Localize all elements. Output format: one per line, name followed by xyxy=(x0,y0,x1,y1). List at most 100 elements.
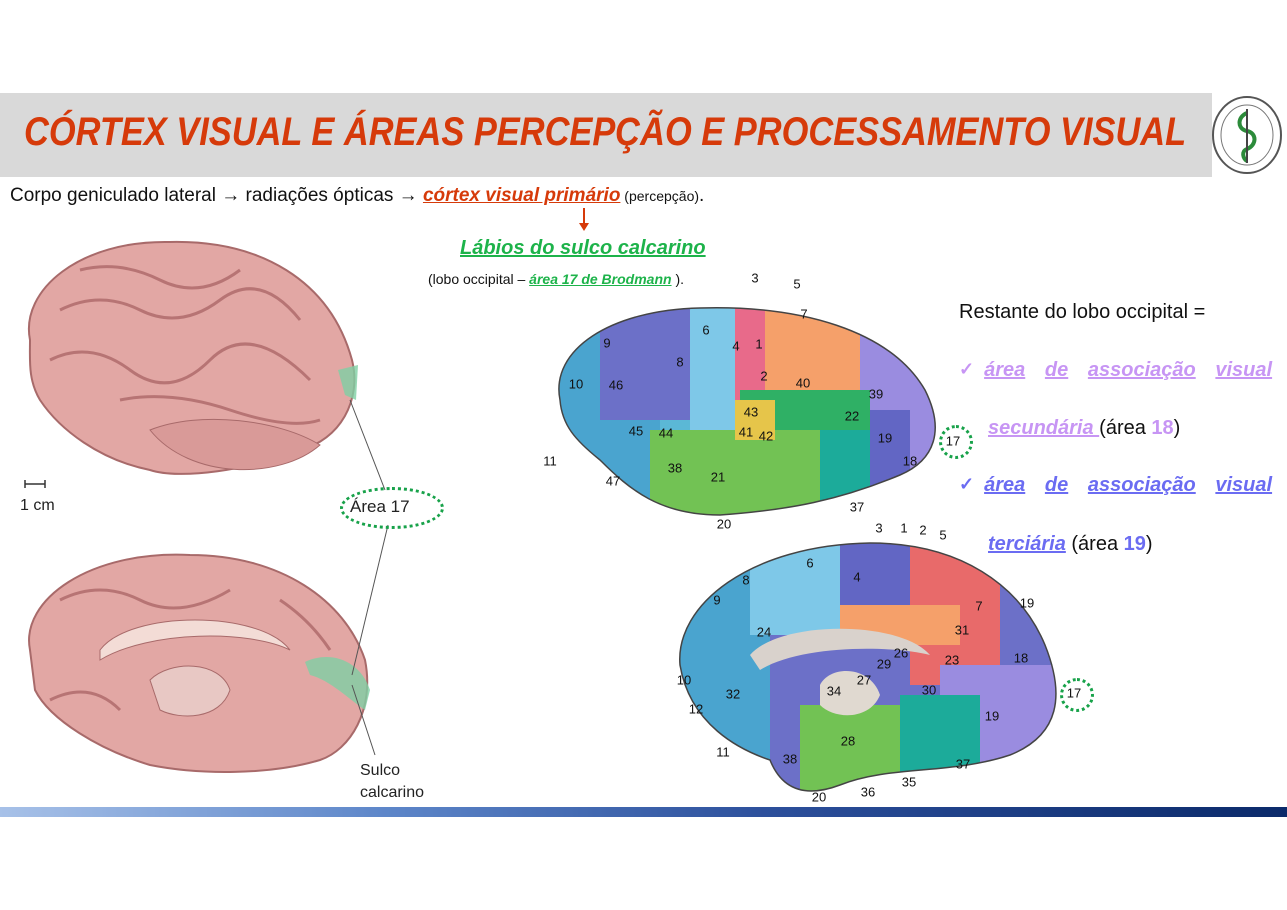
brodmann-area-label: 20 xyxy=(811,789,827,805)
brodmann-area-label: 1 xyxy=(755,336,763,352)
brodmann-area-label: 37 xyxy=(955,756,971,772)
area-19-number: 19 xyxy=(1123,533,1146,555)
brodmann-area-label: 11 xyxy=(543,453,557,469)
brodmann-area-label: 39 xyxy=(868,386,884,402)
slide-title: CÓRTEX VISUAL E ÁREAS PERCEPÇÃO E PROCES… xyxy=(24,110,1187,154)
occipital-lobe-note: (lobo occipital – área 17 de Brodmann ). xyxy=(428,271,684,287)
lobo-prefix: (lobo occipital – xyxy=(428,271,530,287)
close-paren: ) xyxy=(1145,533,1153,555)
brodmann-area-label: 5 xyxy=(793,276,801,292)
list-item-secondary-cont: secundária (área 18) xyxy=(988,417,1180,440)
area-18-number: 18 xyxy=(1151,417,1174,439)
brodmann-area-label: 23 xyxy=(944,652,960,668)
brodmann-area-label: 32 xyxy=(725,686,741,702)
brodmann-area-label: 38 xyxy=(667,460,683,476)
brodmann-area-label: 9 xyxy=(603,335,611,351)
brodmann-area-label: 37 xyxy=(849,499,865,515)
area17-link[interactable]: área 17 de Brodmann xyxy=(529,271,672,287)
brodmann-area-label: 2 xyxy=(760,368,768,384)
brodmann-area-label: 6 xyxy=(806,555,814,571)
brodmann-area-label: 28 xyxy=(840,733,856,749)
area17-highlight-ring-lateral xyxy=(939,425,973,459)
brodmann-area-label: 31 xyxy=(954,622,970,638)
brodmann-area-label: 26 xyxy=(893,645,909,661)
brodmann-area-label: 47 xyxy=(605,473,621,489)
medial-brodmann-map xyxy=(679,542,1057,792)
area17-highlight-ring xyxy=(340,487,444,529)
lobo-suffix: ). xyxy=(671,271,685,287)
pointer-line xyxy=(351,524,389,676)
brodmann-area-label: 46 xyxy=(608,377,624,393)
word: de xyxy=(1044,359,1069,381)
brodmann-area-label: 5 xyxy=(939,527,947,543)
brodmann-area-label: 43 xyxy=(743,404,759,420)
check-icon: ✓ xyxy=(959,474,975,494)
brodmann-area-label: 22 xyxy=(844,408,860,424)
word: visual xyxy=(1215,474,1273,496)
brodmann-area-label: 35 xyxy=(901,774,917,790)
brodmann-area-label: 4 xyxy=(853,569,861,585)
brodmann-area-label: 7 xyxy=(975,598,983,614)
scale-bar xyxy=(24,480,46,488)
lateral-brodmann-map xyxy=(558,307,936,516)
brodmann-area-label: 3 xyxy=(751,270,759,286)
sulcus-label-2: calcarino xyxy=(360,784,425,801)
primary-visual-cortex-link[interactable]: córtex visual primário xyxy=(422,185,621,206)
brodmann-area-label: 10 xyxy=(676,672,692,688)
brodmann-area-label: 29 xyxy=(876,656,892,672)
area-text: (área xyxy=(1065,533,1124,555)
brodmann-area-label: 8 xyxy=(742,572,750,588)
brodmann-area-label: 4 xyxy=(732,338,740,354)
pointer-line xyxy=(351,684,376,756)
bottom-decoration-bar xyxy=(0,807,1287,817)
area17-highlight-ring-medial xyxy=(1060,678,1094,712)
institution-logo xyxy=(1212,96,1282,174)
brodmann-area-label: 18 xyxy=(1013,650,1029,666)
medial-brain-illustration xyxy=(28,553,370,773)
brodmann-area-label: 18 xyxy=(902,453,918,469)
title-bar xyxy=(0,93,1212,177)
brodmann-area-label: 30 xyxy=(921,682,937,698)
brodmann-area-label: 34 xyxy=(826,683,842,699)
scale-label: 1 cm xyxy=(20,497,55,514)
brodmann-area-label: 3 xyxy=(875,520,883,536)
brodmann-area-label: 2 xyxy=(919,522,927,538)
word: visual xyxy=(1215,359,1273,381)
brodmann-area-label: 44 xyxy=(658,425,674,441)
brodmann-area-label: 10 xyxy=(568,376,584,392)
word: associação xyxy=(1087,359,1196,381)
secondary-link[interactable]: secundária xyxy=(988,417,1100,439)
pathway-prefix: Corpo geniculado lateral → radiações ópt… xyxy=(10,185,423,206)
brodmann-area-label: 17 xyxy=(1066,685,1082,701)
brodmann-area-label: 42 xyxy=(758,428,774,444)
brodmann-area-label: 21 xyxy=(710,469,726,485)
sulcus-label-1: Sulco xyxy=(360,762,401,779)
brodmann-area-label: 36 xyxy=(860,784,876,800)
area17-label: Área 17 xyxy=(350,497,410,516)
perception-note: (percepção) xyxy=(620,188,700,204)
brodmann-area-label: 19 xyxy=(984,708,1000,724)
close-paren: ) xyxy=(1173,417,1181,439)
brodmann-area-label: 38 xyxy=(782,751,798,767)
brodmann-area-label: 45 xyxy=(628,423,644,439)
brodmann-area-label: 41 xyxy=(738,424,754,440)
brodmann-area-label: 1 xyxy=(900,520,908,536)
brodmann-area-label: 17 xyxy=(945,433,961,449)
down-arrow-icon xyxy=(579,208,589,231)
remaining-occipital-heading: Restante do lobo occipital = xyxy=(959,301,1206,323)
brodmann-area-label: 9 xyxy=(713,592,721,608)
word: associação xyxy=(1087,474,1196,496)
word: de xyxy=(1044,474,1069,496)
check-icon: ✓ xyxy=(959,359,975,379)
calcarine-lips-link[interactable]: Lábios do sulco calcarino xyxy=(460,237,706,259)
left-brain-figure xyxy=(24,240,389,773)
tertiary-link[interactable]: terciária xyxy=(988,533,1066,555)
word: área xyxy=(984,359,1026,381)
brodmann-area-label: 11 xyxy=(716,744,730,760)
lateral-brain-illustration xyxy=(27,240,358,475)
